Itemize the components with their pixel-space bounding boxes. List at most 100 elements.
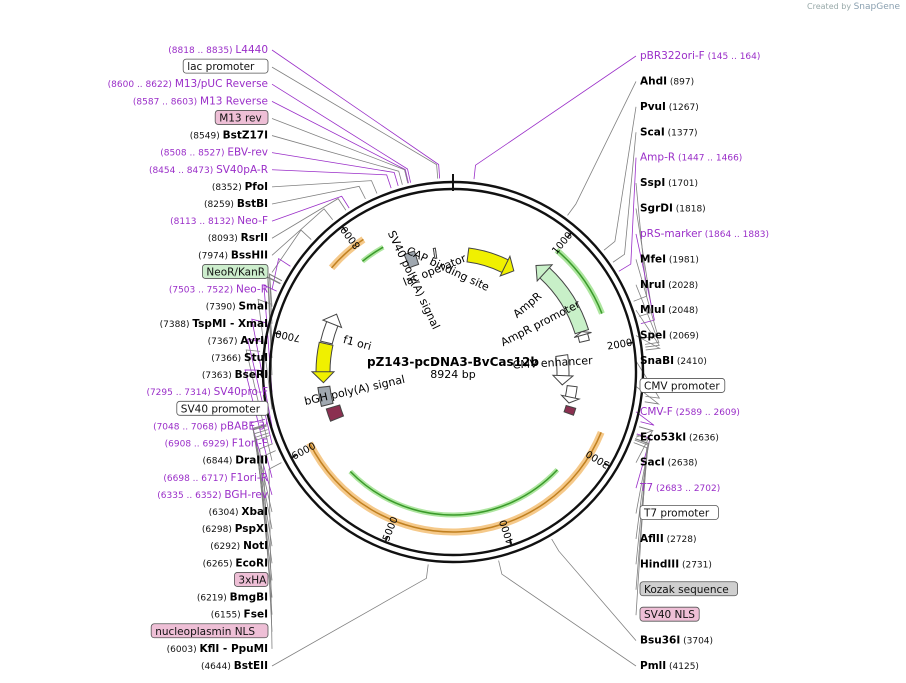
label-name: TspMI - XmaI — [192, 318, 268, 330]
label-range: (2589 .. 2609) — [673, 408, 740, 418]
label-box-kozak-sequence — [639, 581, 738, 597]
label-box-text-cmv-promoter: CMV promoter — [644, 380, 720, 392]
label-spei: SpeI (2069) — [640, 330, 699, 342]
label-text-f1ori-f: (6908 .. 6929) F1ori-F — [165, 438, 268, 450]
label-range: (7295 .. 7314) — [146, 388, 213, 398]
leader-kozak-sequence — [634, 439, 649, 590]
leader-mfei — [635, 259, 659, 339]
label-text-hindiii: HindIII (2731) — [640, 558, 712, 570]
cds-outer-line — [308, 432, 602, 533]
label-box-t7-promoter — [639, 505, 719, 520]
label-text-ebv-rev: (8508 .. 8527) EBV-rev — [160, 147, 268, 159]
label-text-draiii: (6844) DraIII — [203, 455, 269, 467]
label-box-neor-kanr — [201, 264, 269, 279]
label-bseri: (7363) BseRI — [202, 369, 268, 381]
label-name: FseI — [244, 609, 268, 621]
label-range: (1447 .. 1466) — [675, 154, 742, 164]
label-rsrii: (8093) RsrII — [208, 232, 268, 244]
plasmid-size: 8924 bp — [430, 368, 475, 381]
leader-bgh-rev — [250, 418, 273, 495]
label-name: AflII — [640, 533, 664, 545]
label-range: (6155) — [211, 611, 244, 621]
label-range: (8259) — [204, 200, 237, 210]
label-text-aflii: AflII (2728) — [640, 533, 697, 545]
label-range: (8818 .. 8835) — [168, 46, 235, 56]
ruler-tick-1000 — [567, 232, 573, 238]
label-name: pRS-marker — [640, 228, 703, 240]
label-sv40pa-r: (8454 .. 8473) SV40pA-R — [149, 164, 268, 176]
label-saci: SacI (2638) — [640, 457, 698, 469]
label-neo-r: (7503 .. 7522) Neo-R — [169, 284, 268, 296]
label-name: F1ori-F — [232, 438, 268, 450]
label-box-text-kozak-sequence: Kozak sequence — [644, 584, 729, 596]
ruler-label-2000: 2000 — [606, 338, 633, 353]
feature-sv40-poly-a-signal — [403, 250, 420, 269]
label-name: Neo-R — [236, 284, 268, 296]
leader-sv40pa-r — [271, 169, 392, 189]
label-xbai: (6304) XbaI — [209, 506, 268, 518]
label-text-bsshii: (7974) BssHII — [198, 249, 268, 261]
plasmid-name: pZ143-pcDNA3-BvCas12b — [367, 355, 539, 369]
label-text-kfli-ppumi: (6003) KflI - PpuMI — [167, 643, 268, 655]
label-range: (1701) — [665, 179, 698, 189]
label-range: (7048 .. 7068) — [153, 422, 220, 432]
leader-xbai — [252, 424, 273, 513]
leader-pmli — [498, 560, 637, 667]
feature-ampr-promoter — [573, 331, 592, 344]
label-box-cmv-promoter — [639, 378, 726, 393]
label-box-lac-promoter — [182, 58, 269, 74]
label-range: (8549) — [190, 132, 223, 142]
label-box-nucleoplasmin-nls — [150, 623, 269, 639]
label-name: M13/pUC Reverse — [175, 78, 268, 90]
label-pvui: PvuI (1267) — [640, 101, 699, 113]
leader-rsrii — [271, 198, 347, 239]
label-range: (145 .. 164) — [705, 52, 761, 62]
leader-t7 — [635, 433, 651, 489]
label-range: (6304) — [209, 508, 242, 518]
label-draiii: (6844) DraIII — [203, 455, 269, 467]
label-text-ecori: (6265) EcoRI — [203, 557, 268, 569]
label-box-sv40-promoter — [176, 400, 269, 416]
label-name: Neo-F — [237, 215, 268, 227]
label-l4440: (8818 .. 8835) L4440 — [168, 44, 268, 56]
label-name: AvrII — [240, 335, 268, 347]
leader-sv40pro-f — [263, 284, 277, 393]
ruler-label-7000: 7000 — [274, 327, 301, 343]
label-text-eco53ki: Eco53kI (2636) — [640, 431, 719, 443]
label-text-bmgbi: (6219) BmgBI — [197, 592, 268, 604]
label-m13-reverse: (8587 .. 8603) M13 Reverse — [133, 95, 268, 107]
label-range: (897) — [667, 77, 694, 87]
label-text-scai: ScaI (1377) — [640, 126, 698, 138]
label-scai: ScaI (1377) — [640, 126, 698, 138]
label-box-text-lac-promoter: lac promoter — [187, 61, 255, 73]
label-text-bseri: (7363) BseRI — [202, 369, 268, 381]
label-name: Eco53kI — [640, 431, 686, 443]
leader-neor-kanr — [271, 229, 312, 273]
feature-f1-ori — [310, 341, 336, 384]
label-text-pfoi: (8352) PfoI — [212, 181, 268, 193]
feature-tags-marker — [325, 404, 345, 422]
label-mlui: MluI (2048) — [640, 304, 698, 316]
label-text-spei: SpeI (2069) — [640, 330, 699, 342]
label-name: pBABE 3' — [220, 420, 268, 432]
label-name: SmaI — [239, 301, 269, 313]
leader-ahdi — [567, 81, 637, 216]
ruler-label-6000: 6000 — [290, 441, 318, 463]
leader-kfli-ppumi — [268, 462, 282, 649]
leader-spei — [635, 335, 661, 351]
feature-kozak-marker — [563, 404, 577, 416]
label-bmgbi: (6219) BmgBI — [197, 592, 268, 604]
leader-saci — [635, 426, 654, 463]
label-box-text-neor-kanr: NeoR/KanR — [206, 266, 265, 278]
leader-bsteii — [271, 564, 429, 667]
label-name: CMV-F — [640, 406, 673, 418]
label-name: T7 — [639, 482, 653, 494]
label-range: (7388) — [160, 320, 193, 330]
leader-nucleoplasmin-nls — [262, 450, 276, 632]
label-text-m13-puc-reverse: (8600 .. 8622) M13/pUC Reverse — [108, 78, 268, 90]
label-name: BstBI — [237, 198, 268, 210]
leader-mlui — [635, 309, 660, 348]
label-box-text-m13-rev: M13 rev — [219, 112, 262, 124]
label-text-sv40pro-f: (7295 .. 7314) SV40pro-F — [146, 386, 268, 398]
label-box-text-3xha: 3xHA — [238, 574, 267, 586]
